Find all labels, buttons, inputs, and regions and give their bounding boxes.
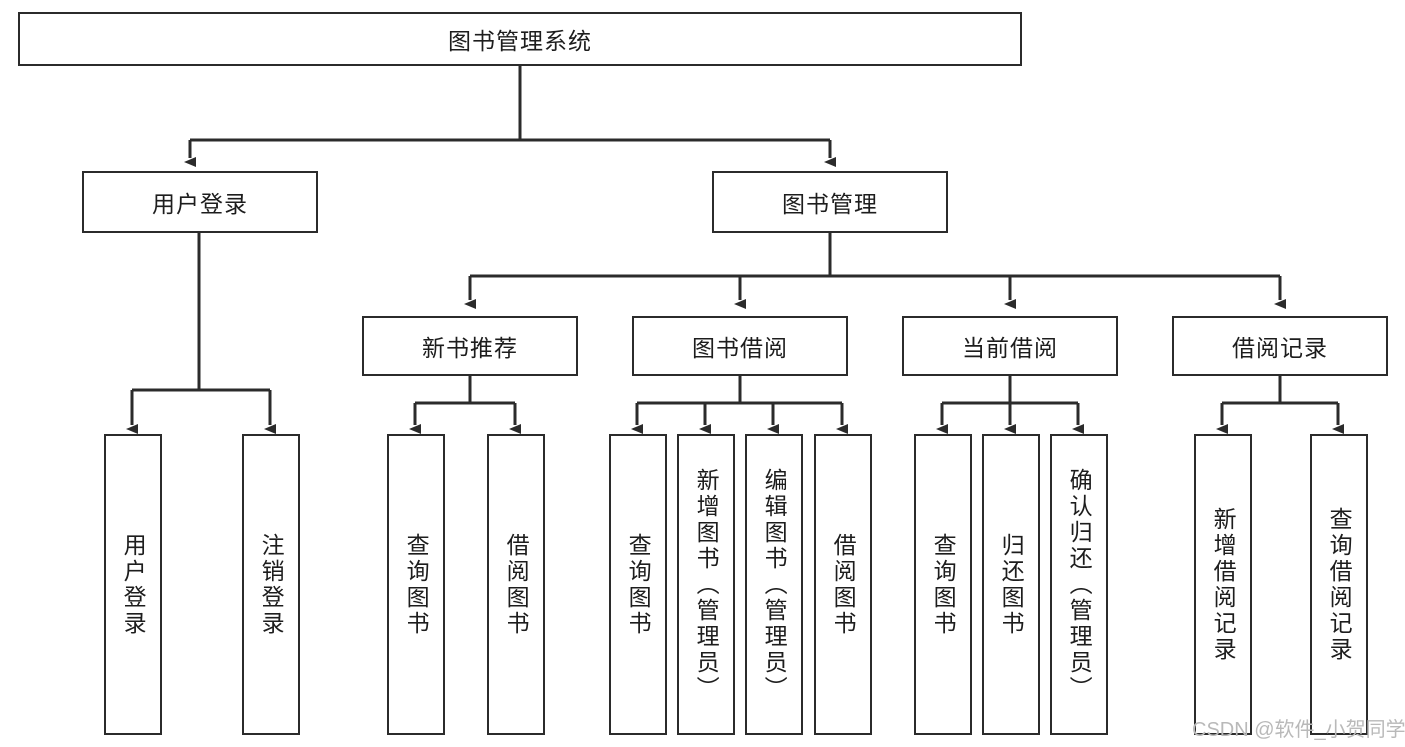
node-label: 查询图书 <box>403 532 430 637</box>
leaf-book-borrow-borrow[interactable]: 借阅图书 <box>814 434 872 735</box>
leaf-current-borrow-query[interactable]: 查询图书 <box>914 434 972 735</box>
node-root-book-management-system[interactable]: 图书管理系统 <box>18 12 1022 66</box>
node-label: 编辑图书（管理员） <box>761 467 788 702</box>
node-label: 借阅记录 <box>1232 335 1328 361</box>
node-label: 查询图书 <box>625 532 652 637</box>
node-book-management[interactable]: 图书管理 <box>712 171 948 233</box>
node-borrow-record[interactable]: 借阅记录 <box>1172 316 1388 376</box>
leaf-new-book-borrow[interactable]: 借阅图书 <box>487 434 545 735</box>
node-label: 新书推荐 <box>422 335 518 361</box>
node-book-borrow[interactable]: 图书借阅 <box>632 316 848 376</box>
node-new-book-recommend[interactable]: 新书推荐 <box>362 316 578 376</box>
node-label: 借阅图书 <box>503 532 530 637</box>
leaf-borrow-record-query[interactable]: 查询借阅记录 <box>1310 434 1368 735</box>
node-label: 注销登录 <box>258 532 285 637</box>
node-label: 图书借阅 <box>692 335 788 361</box>
leaf-user-login-logout[interactable]: 注销登录 <box>242 434 300 735</box>
node-label: 用户登录 <box>120 532 147 637</box>
node-user-login[interactable]: 用户登录 <box>82 171 318 233</box>
node-label: 借阅图书 <box>830 532 857 637</box>
watermark: CSDN @软件_小贺同学 <box>1192 719 1405 741</box>
leaf-book-borrow-query[interactable]: 查询图书 <box>609 434 667 735</box>
leaf-book-borrow-edit[interactable]: 编辑图书（管理员） <box>745 434 803 735</box>
leaf-borrow-record-add[interactable]: 新增借阅记录 <box>1194 434 1252 735</box>
node-label: 新增图书（管理员） <box>693 467 720 702</box>
node-current-borrow[interactable]: 当前借阅 <box>902 316 1118 376</box>
leaf-new-book-query[interactable]: 查询图书 <box>387 434 445 735</box>
node-label: 查询图书 <box>930 532 957 637</box>
leaf-book-borrow-add[interactable]: 新增图书（管理员） <box>677 434 735 735</box>
node-label: 新增借阅记录 <box>1210 506 1237 663</box>
node-label: 图书管理 <box>782 191 878 217</box>
leaf-current-borrow-return[interactable]: 归还图书 <box>982 434 1040 735</box>
node-label: 确认归还（管理员） <box>1066 467 1093 702</box>
node-label: 用户登录 <box>152 191 248 217</box>
node-label: 当前借阅 <box>962 335 1058 361</box>
node-label: 查询借阅记录 <box>1326 506 1353 663</box>
node-label: 归还图书 <box>998 532 1025 637</box>
leaf-current-borrow-confirm-return[interactable]: 确认归还（管理员） <box>1050 434 1108 735</box>
leaf-user-login-signin[interactable]: 用户登录 <box>104 434 162 735</box>
node-label: 图书管理系统 <box>448 28 592 54</box>
